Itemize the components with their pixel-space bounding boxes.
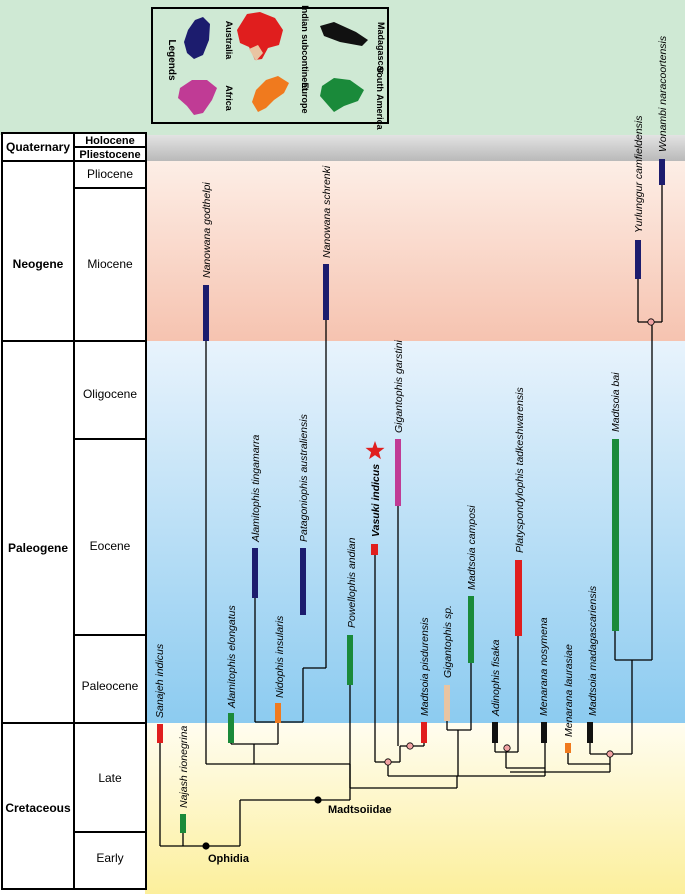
taxon-label-nidophis: Nidophis insularis — [274, 615, 286, 698]
taxon-label-gigantophis-g: Gigantophis garstini — [393, 340, 405, 433]
indian-subcontinent-map — [237, 12, 283, 60]
indian-subcontinent-pale-map — [249, 45, 263, 61]
timescale — [1, 132, 147, 890]
epoch-miocene: Miocene — [87, 257, 133, 271]
madagascar-map — [320, 22, 368, 46]
legend: Legends Australia Indian subcontinent Ma… — [151, 5, 389, 131]
taxon-label-menarana-l: Menarana laurasiae — [563, 644, 575, 737]
node-label-madtsoiidae: Madtsoiidae — [328, 804, 392, 816]
taxon-label-madtsoia-c: Madtsoia camposi — [466, 505, 478, 590]
bar-menarana-n — [541, 722, 547, 743]
bar-powellophis — [347, 635, 353, 685]
europe-map — [252, 76, 289, 112]
legend-label-indian: Indian subcontinent — [300, 5, 310, 91]
taxon-label-platyspondylophis: Platyspondylophis tadkeshwarensis — [514, 386, 526, 553]
bar-nanowana-s — [323, 264, 329, 320]
epoch-late: Late — [98, 771, 122, 785]
highlight-star-icon — [365, 441, 385, 460]
phylogeny-tree — [159, 184, 663, 847]
legend-label-africa: Africa — [224, 85, 234, 112]
taxon-label-madtsoia-m: Madtsoia madagascariensis — [587, 585, 599, 716]
africa-map — [178, 80, 217, 115]
bar-madtsoia-c — [468, 596, 474, 663]
taxon-label-alamitophis-t: Alamitophis tingamarra — [250, 434, 262, 543]
node-label-ophidia: Ophidia — [208, 853, 250, 865]
node-marker — [384, 758, 392, 766]
australia-map — [184, 17, 210, 59]
ophidia-node — [202, 842, 210, 850]
node-marker — [406, 742, 414, 750]
madtsoiidae-node — [314, 796, 322, 804]
node-marker — [647, 318, 655, 326]
legend-label-australia: Australia — [224, 21, 234, 61]
taxon-label-patagoniophis: Patagoniophis australiensis — [298, 413, 310, 542]
taxon-label-powellophis: Powellophis andian — [346, 537, 358, 628]
node-markers — [202, 318, 655, 850]
taxon-label-nanowana-g: Nanowana godthelpi — [201, 182, 213, 278]
paleogene-band — [145, 341, 685, 723]
bar-madtsoia-b — [612, 439, 619, 631]
period-cretaceous: Cretaceous — [5, 801, 71, 815]
bar-nanowana-g — [203, 285, 209, 341]
bar-patagoniophis — [300, 548, 306, 615]
epoch-oligocene: Oligocene — [83, 387, 137, 401]
neogene-band — [145, 161, 685, 341]
taxon-label-sanajeh: Sanajeh indicus — [154, 643, 166, 718]
cretaceous-band — [145, 723, 685, 894]
bar-alamitophis-t — [252, 548, 258, 598]
bar-alamitophis-e — [228, 713, 234, 743]
epoch-eocene: Eocene — [90, 539, 131, 553]
period-neogene: Neogene — [13, 257, 64, 271]
range-bars — [157, 159, 665, 833]
bar-gigantophis-sp — [444, 685, 450, 721]
bar-gigantophis-g — [395, 439, 401, 506]
bar-nidophis — [275, 703, 281, 723]
node-marker — [606, 750, 614, 758]
epoch-early: Early — [96, 851, 123, 865]
legend-label-south-america: South America — [375, 66, 385, 130]
taxon-label-vasuki: Vasuki indicus — [370, 464, 382, 537]
taxon-label-gigantophis-sp: Gigantophis sp. — [442, 605, 454, 678]
legend-label-madagascar: Madagascar — [376, 22, 386, 75]
taxon-label-madtsoia-b: Madtsoia bai — [610, 372, 622, 432]
legend-title: Legends — [166, 39, 177, 81]
bar-menarana-l — [565, 743, 571, 753]
bar-wonambi — [659, 159, 665, 185]
taxon-label-najash: Najash rionegrina — [178, 726, 190, 808]
taxon-label-madtsoia-p: Madtsoia pisdurensis — [419, 617, 431, 716]
legend-label-europe: Europe — [300, 82, 310, 113]
taxon-label-wonambi: Wonambi naracoortensis — [657, 35, 669, 152]
quaternary-band — [145, 135, 685, 161]
bar-adinophis — [492, 722, 498, 743]
taxon-label-adinophis: Adinophis fisaka — [490, 639, 502, 717]
bar-najash — [180, 814, 186, 833]
south-america-map — [320, 78, 364, 112]
period-quaternary: Quaternary — [6, 140, 70, 154]
bar-vasuki — [371, 544, 378, 555]
bar-madtsoia-p — [421, 722, 427, 743]
taxon-label-alamitophis-e: Alamitophis elongatus — [226, 605, 238, 709]
epoch-pliocene: Pliocene — [87, 167, 133, 181]
taxon-label-nanowana-s: Nanowana schrenki — [321, 165, 333, 258]
node-marker — [503, 744, 511, 752]
bar-yurlunggur — [635, 240, 641, 279]
taxon-label-menarana-n: Menarana nosymena — [538, 617, 550, 716]
bar-platyspondylophis — [515, 560, 522, 636]
bar-madtsoia-m — [587, 722, 593, 743]
epoch-paleocene: Paleocene — [82, 679, 139, 693]
period-paleogene: Paleogene — [8, 541, 68, 555]
taxon-label-yurlunggur: Yurlunggur camfieldensis — [633, 115, 645, 233]
epoch-pleistocene: Pliestocene — [79, 149, 140, 161]
epoch-holocene: Holocene — [85, 135, 135, 147]
bar-sanajeh — [157, 724, 163, 743]
